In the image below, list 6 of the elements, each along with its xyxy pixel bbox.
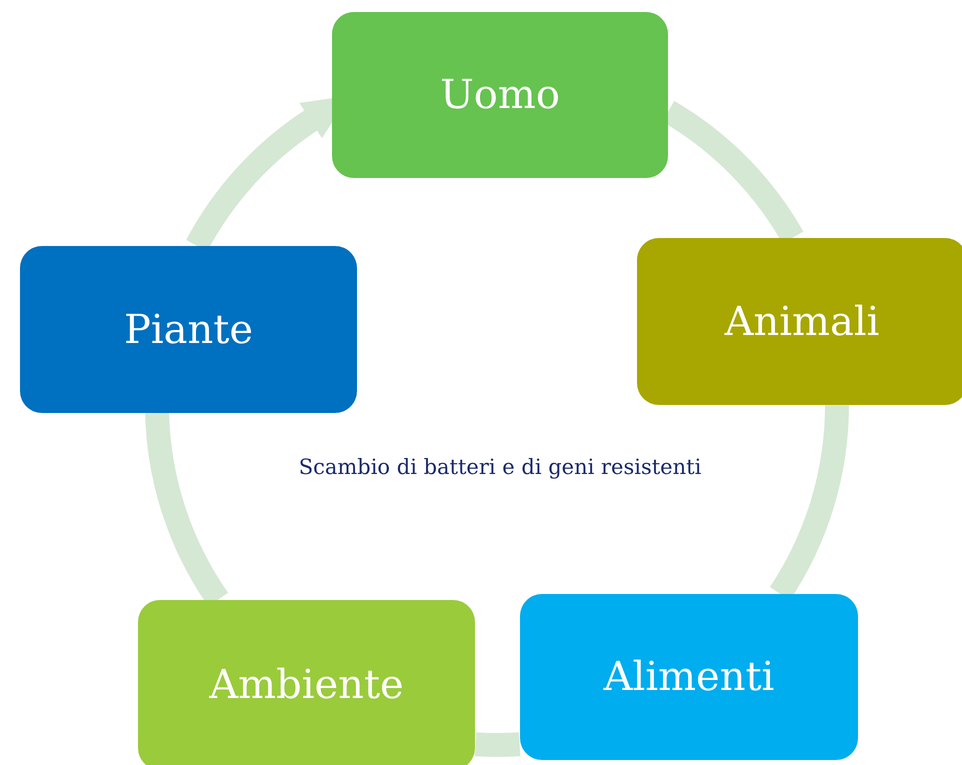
center-caption: Scambio di batteri e di geni resistenti: [298, 455, 702, 479]
stage-box: Alimenti: [520, 594, 858, 760]
stage-box: Piante: [20, 246, 357, 413]
stage-box: Uomo: [332, 12, 668, 178]
stage-box: Animali: [637, 238, 962, 405]
stage-box: Ambiente: [138, 600, 475, 765]
